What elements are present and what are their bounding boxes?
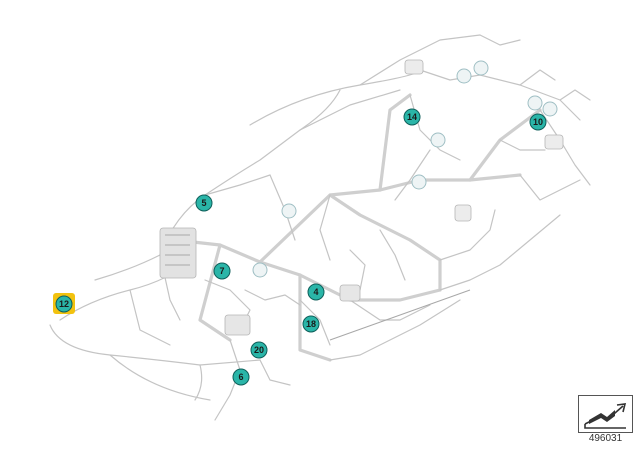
callout-label: 6	[238, 372, 243, 382]
callout-circle	[55, 295, 73, 313]
callout-18[interactable]: 18	[302, 315, 320, 333]
callout-empty[interactable]	[411, 174, 427, 190]
callout-label: 4	[313, 287, 318, 297]
callout-empty[interactable]	[252, 262, 268, 278]
callout-empty[interactable]	[527, 95, 543, 111]
callout-circle	[250, 341, 268, 359]
callout-6[interactable]: 6	[232, 368, 250, 386]
bookmark-arrow-icon	[584, 403, 627, 429]
callout-label: 5	[201, 198, 206, 208]
callout-empty[interactable]	[473, 60, 489, 76]
callout-circle	[195, 194, 213, 212]
callout-10[interactable]: 10	[529, 113, 547, 131]
callout-7[interactable]: 7	[213, 262, 231, 280]
callout-circle	[307, 283, 325, 301]
callout-circle	[213, 262, 231, 280]
callout-label: 18	[306, 319, 316, 329]
callout-label: 20	[254, 345, 264, 355]
callout-circle	[302, 315, 320, 333]
callout-label: 14	[407, 112, 417, 122]
callout-12-highlighted[interactable]: 12	[53, 293, 75, 314]
callout-empty[interactable]	[542, 101, 558, 117]
callout-empty[interactable]	[430, 132, 446, 148]
callout-20[interactable]: 20	[250, 341, 268, 359]
callout-label: 10	[533, 117, 543, 127]
callout-circle	[232, 368, 250, 386]
reference-number: 496031	[588, 433, 623, 444]
callout-circle	[529, 113, 547, 131]
callout-label: 12	[59, 299, 69, 309]
harness-wiring	[49, 34, 591, 421]
callout-5[interactable]: 5	[195, 194, 213, 212]
callout-empty[interactable]	[456, 68, 472, 84]
callout-14[interactable]: 14	[403, 108, 421, 126]
callout-4[interactable]: 4	[307, 283, 325, 301]
reference-box	[578, 395, 633, 433]
callout-circle	[403, 108, 421, 126]
callout-label: 7	[219, 266, 224, 276]
callout-empty[interactable]	[281, 203, 297, 219]
callout-markers: 5 7 4 18 20 6 14 10	[53, 60, 558, 386]
